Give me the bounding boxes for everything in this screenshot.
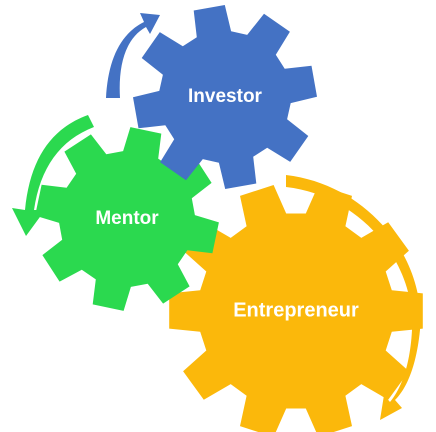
investor-gear: [133, 5, 317, 189]
entrepreneur-label: Entrepreneur: [233, 299, 359, 321]
investor-label: Investor: [188, 86, 263, 107]
mentor-curved-arrow-icon: [12, 115, 94, 236]
mentor-label: Mentor: [95, 208, 159, 229]
investor-curved-arrow-icon: [106, 13, 160, 98]
gears-layer: [35, 5, 423, 432]
mentor-gear: [35, 127, 219, 311]
labels-layer: Investor Mentor Entrepreneur: [95, 86, 359, 321]
entrepreneur-gear: [169, 185, 423, 432]
